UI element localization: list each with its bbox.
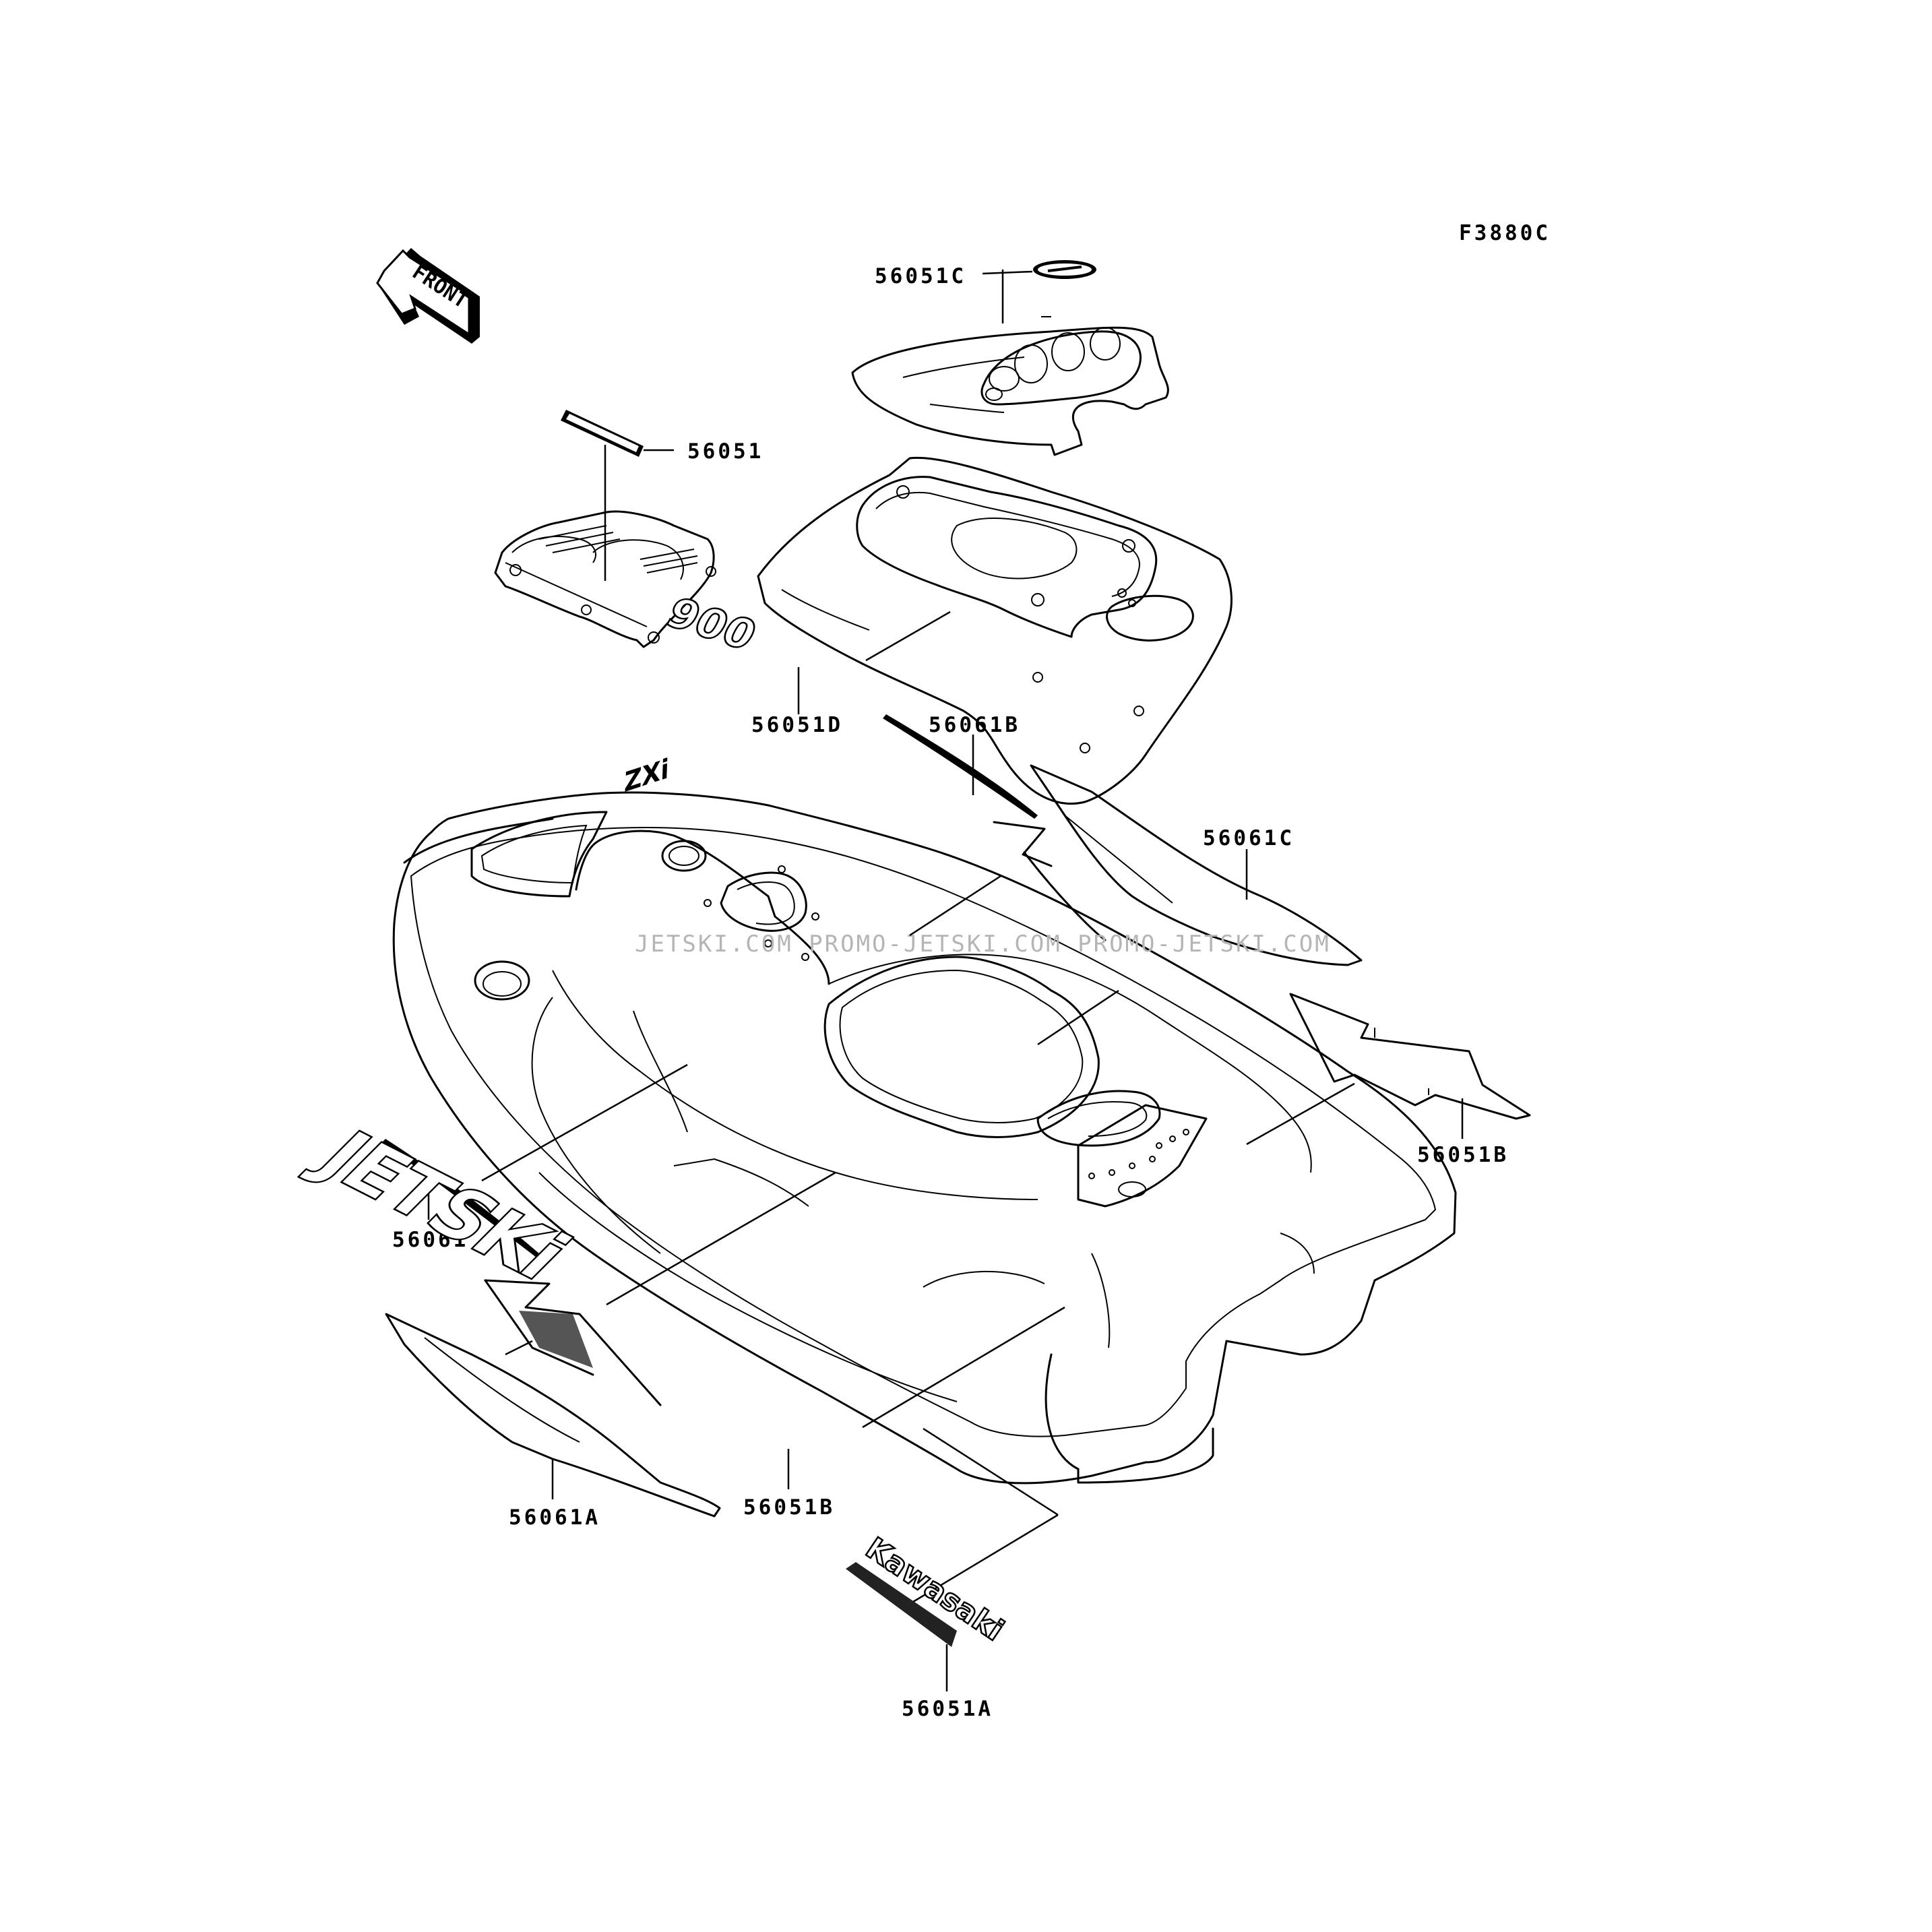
part-label-56051a: 56051A bbox=[902, 1697, 993, 1721]
decal-56051c bbox=[1033, 260, 1096, 279]
watermark: JETSKI.COM PROMO-JETSKI.COM PROMO-JETSKI… bbox=[635, 931, 1331, 958]
front-arrow-icon: FRONT bbox=[376, 248, 480, 344]
stripe-56061 bbox=[381, 1139, 662, 1406]
decal-kawasaki-logo: Kawasaki bbox=[846, 1530, 1011, 1649]
part-label-56051b-bottom: 56051B bbox=[743, 1495, 835, 1520]
part-label-56061c: 56061C bbox=[1203, 826, 1295, 850]
decal-jetski-logo: JETSKi bbox=[295, 1113, 587, 1295]
part-label-56051: 56051 bbox=[687, 439, 764, 464]
part-label-56051d: 56051D bbox=[751, 713, 843, 737]
stripe-56061a bbox=[385, 1313, 721, 1518]
decal-56051 bbox=[561, 410, 644, 457]
part-label-56061b: 56061B bbox=[929, 713, 1020, 737]
steering-hood-cover bbox=[757, 456, 1233, 805]
part-label-56051c: 56051C bbox=[875, 264, 966, 288]
hull bbox=[392, 791, 1457, 1485]
handlebar-cover bbox=[851, 316, 1169, 456]
part-label-56061a: 56061A bbox=[509, 1505, 600, 1530]
decal-jetski-text: JETSKi bbox=[296, 1115, 586, 1294]
decal-56051b-right bbox=[1289, 993, 1531, 1120]
decal-model-number: 900 bbox=[658, 588, 765, 659]
engine-cover bbox=[494, 510, 716, 648]
part-label-56051b-right: 56051B bbox=[1417, 1143, 1509, 1167]
figure-code: F3880C bbox=[1459, 221, 1551, 245]
part-label-56061: 56061 bbox=[392, 1228, 468, 1252]
decal-900-zxi: 900 ZXi bbox=[623, 588, 765, 799]
stripe-56061c bbox=[1030, 764, 1363, 966]
